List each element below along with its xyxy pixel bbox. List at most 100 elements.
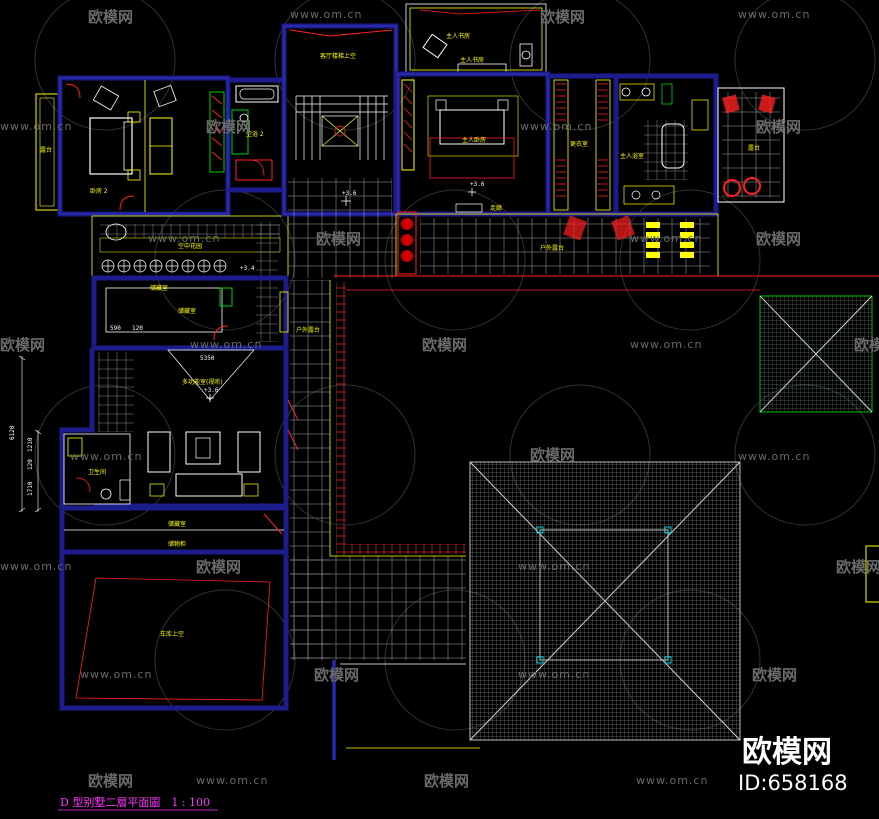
label-wc: 卫生间 xyxy=(88,468,106,476)
svg-text:欧模网: 欧模网 xyxy=(0,336,45,354)
svg-text:欧模网: 欧模网 xyxy=(314,666,359,684)
master-study: 主人书房 主人书房 xyxy=(405,3,547,77)
bathtub-icon xyxy=(235,85,279,103)
coffee-table-icon xyxy=(185,431,221,465)
red-border-left xyxy=(336,282,346,556)
svg-text:www.om.cn: www.om.cn xyxy=(190,338,262,351)
balcony-right: 露台 xyxy=(717,87,785,203)
label-master-bath: 主人浴室 xyxy=(620,152,644,160)
toilet-icon xyxy=(239,113,249,123)
sofa-icon xyxy=(175,473,243,497)
dim-590: 590 xyxy=(110,325,121,332)
label-outdoor-terrace: 户外露台 xyxy=(540,244,564,252)
id-label: ID:658168 xyxy=(738,771,848,795)
svg-text:欧模网: 欧模网 xyxy=(424,772,469,790)
plant-icons xyxy=(101,259,227,273)
master-bedroom: 主人卧房 +3.6 走廊 xyxy=(395,71,551,217)
dim-120: 120 xyxy=(132,325,143,332)
master-tub-icon xyxy=(661,123,685,169)
svg-text:www.om.cn: www.om.cn xyxy=(630,232,702,245)
sunbed-icons xyxy=(646,222,694,258)
lounge-chair-icon xyxy=(722,94,740,114)
label-bath2: 卫浴 2 xyxy=(246,130,264,138)
label-balcony-right: 露台 xyxy=(748,144,760,152)
dim-5350: 5350 xyxy=(200,355,215,362)
svg-text:欧模网: 欧模网 xyxy=(530,446,575,464)
label-master-study: 主人书房 xyxy=(446,32,470,40)
staircase: 客厅楼梯上空 +3.6 xyxy=(281,23,399,217)
label-balcony-left: 露台 xyxy=(40,146,52,154)
svg-text:www.om.cn: www.om.cn xyxy=(0,560,72,573)
label-storage2: 储藏室 xyxy=(168,520,186,528)
svg-text:www.om.cn: www.om.cn xyxy=(738,8,810,21)
svg-text:欧模网: 欧模网 xyxy=(752,666,797,684)
svg-text:欧模网: 欧模网 xyxy=(316,230,361,248)
svg-text:欧模网: 欧模网 xyxy=(836,558,879,576)
dim-6120: 6120 xyxy=(9,425,16,440)
svg-text:www.om.cn: www.om.cn xyxy=(290,8,362,21)
svg-text:欧模网: 欧模网 xyxy=(756,118,801,136)
right-edge-detail xyxy=(865,545,879,603)
wc-toilet-icon xyxy=(100,488,112,500)
watermark-text: www.om.cn www.om.cn 欧模网 欧模网 www.om.cn 欧模… xyxy=(0,8,879,790)
dim-1710: 1710 xyxy=(27,481,34,496)
elev-a: +3.6 xyxy=(342,190,357,197)
left-dimensions xyxy=(18,355,42,513)
family-room: 5350 多功能室(视听) +3.6 xyxy=(59,345,299,509)
fountain-icon xyxy=(105,223,127,241)
svg-text:欧模网: 欧模网 xyxy=(88,8,133,26)
hall-tile xyxy=(288,214,398,278)
planter-pot-icon xyxy=(723,179,741,197)
master-bed-icon xyxy=(439,109,505,145)
closet-icon xyxy=(209,91,225,173)
left-wing: 卧房 2 露台 xyxy=(35,75,231,217)
lower-walkway: 户外露台 xyxy=(279,275,879,760)
label-walkin-closet: 更衣室 xyxy=(570,140,588,148)
garage-block: 储藏室 储物柜 车库上空 xyxy=(59,505,289,711)
stair-treads xyxy=(295,95,388,160)
svg-text:www.om.cn: www.om.cn xyxy=(80,668,152,681)
label-stair-up: 客厅楼梯上空 xyxy=(320,52,356,60)
svg-text:www.om.cn: www.om.cn xyxy=(520,120,592,133)
walkin-closet: 更衣室 xyxy=(548,73,619,217)
label-family-room: 多功能室(视听) xyxy=(182,378,223,386)
svg-text:www.om.cn: www.om.cn xyxy=(70,450,142,463)
svg-text:www.om.cn: www.om.cn xyxy=(196,774,268,787)
label-master-bedroom: 主人卧房 xyxy=(462,136,486,144)
elev-c: +3.6 xyxy=(204,387,219,394)
svg-text:欧模网: 欧模网 xyxy=(206,118,251,136)
study-chair-icon xyxy=(422,33,448,59)
svg-text:储藏室: 储藏室 xyxy=(178,307,196,315)
svg-text:欧模网: 欧模网 xyxy=(756,230,801,248)
svg-text:欧模网: 欧模网 xyxy=(540,8,585,26)
label-garage-void: 车库上空 xyxy=(160,630,184,638)
svg-text:欧模网: 欧模网 xyxy=(854,336,879,354)
svg-text:www.om.cn: www.om.cn xyxy=(148,232,220,245)
label-bedroom2: 卧房 2 xyxy=(90,187,108,195)
armchair-icon xyxy=(92,85,120,111)
svg-text:www.om.cn: www.om.cn xyxy=(0,120,72,133)
red-planter-row xyxy=(397,211,417,275)
label-storage3: 储物柜 xyxy=(168,540,186,548)
svg-text:www.om.cn: www.om.cn xyxy=(738,450,810,463)
label-outdoor-terrace2: 户外露台 xyxy=(296,326,320,334)
brand-logo: 欧模网 xyxy=(742,735,832,770)
svg-text:主人书房: 主人书房 xyxy=(460,56,484,64)
label-planter: 空中花园 xyxy=(178,242,202,250)
wc-room: 卫生间 xyxy=(63,433,131,505)
drawing-title: D 型别墅二層平面圖 1 : 100 xyxy=(60,795,210,809)
elev-b: +3.6 xyxy=(470,181,485,188)
corridor-left: 空中花园 +3.4 xyxy=(91,215,289,342)
label-storage: 储藏室 xyxy=(150,284,168,292)
svg-text:www.om.cn: www.om.cn xyxy=(636,774,708,787)
svg-text:欧模网: 欧模网 xyxy=(422,336,467,354)
svg-text:www.om.cn: www.om.cn xyxy=(518,668,590,681)
label-corridor: 走廊 xyxy=(490,204,502,212)
dim-1210: 1210 xyxy=(27,437,34,452)
pavilion-roof xyxy=(759,295,873,413)
svg-text:欧模网: 欧模网 xyxy=(196,558,241,576)
roof-corner-markers xyxy=(536,526,672,664)
main-roof xyxy=(469,461,741,741)
svg-text:www.om.cn: www.om.cn xyxy=(630,338,702,351)
